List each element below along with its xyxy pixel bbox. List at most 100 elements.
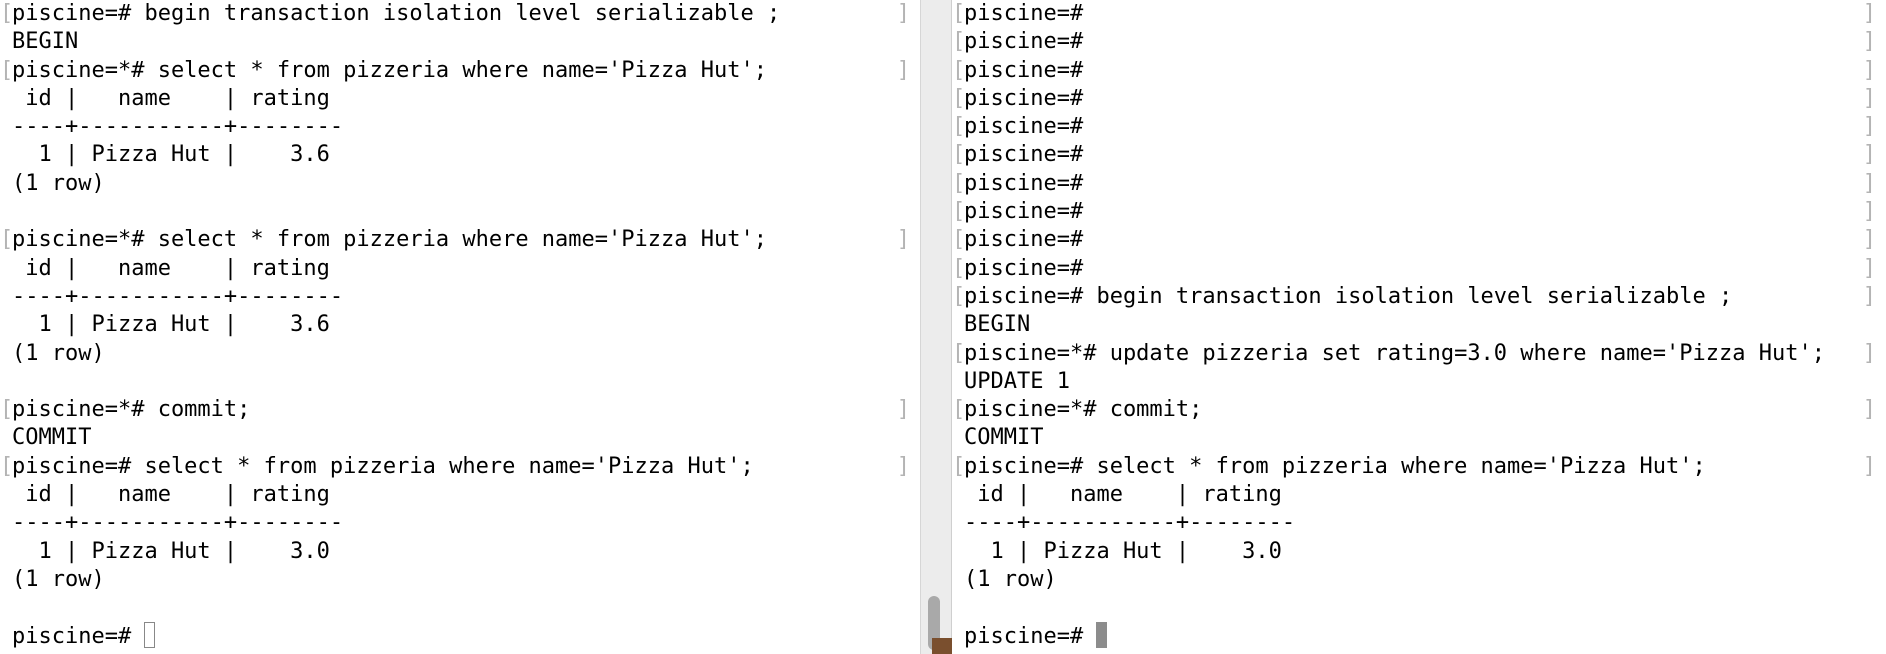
line-text: piscine=*# commit; xyxy=(964,397,1203,423)
cursor xyxy=(144,621,156,648)
line-mark-left: [ xyxy=(952,85,966,111)
line-text: (1 row) xyxy=(12,170,105,196)
line-mark-right: ] xyxy=(1862,283,1876,309)
line-text: BEGIN xyxy=(964,312,1031,338)
line-mark-left: [ xyxy=(952,142,966,168)
terminal-line: []piscine=# xyxy=(952,28,1886,56)
terminal-line: []piscine=*# update pizzeria set rating=… xyxy=(952,340,1886,368)
terminal-line: []piscine=# begin transaction isolation … xyxy=(952,283,1886,311)
terminal-line: 1 | Pizza Hut | 3.6 xyxy=(0,141,920,169)
terminal-line: [] piscine=# xyxy=(952,170,1886,198)
left-terminal-pane[interactable]: []piscine=# begin transaction isolation … xyxy=(0,0,920,654)
terminal-line: []piscine=# xyxy=(952,57,1886,85)
terminal-line xyxy=(952,594,1886,622)
line-mark-right: ] xyxy=(1862,114,1876,140)
line-text: piscine=# select * from pizzeria where n… xyxy=(12,453,754,479)
terminal-line: [] piscine=# xyxy=(952,226,1886,254)
line-mark-right: ] xyxy=(1862,199,1876,225)
terminal-line: id | name | rating xyxy=(0,85,920,113)
line-text: 1 | Pizza Hut | 3.6 xyxy=(12,142,330,168)
line-mark-right: ] xyxy=(896,1,910,26)
line-mark-right: ] xyxy=(1862,453,1876,479)
line-text: (1 row) xyxy=(12,340,105,366)
line-text: BEGIN xyxy=(12,29,79,55)
terminal-line: id | name | rating xyxy=(0,255,920,283)
command-prompt[interactable]: piscine=# xyxy=(0,621,920,651)
line-mark-right: ] xyxy=(1862,142,1876,168)
line-text: piscine=# xyxy=(964,199,1084,225)
line-mark-left: [ xyxy=(952,397,966,423)
line-text: piscine=# select * from pizzeria where n… xyxy=(964,453,1706,479)
line-text: id | name | rating xyxy=(964,482,1282,508)
terminal-line: []piscine=# xyxy=(952,113,1886,141)
line-mark-right: ] xyxy=(896,57,910,83)
terminal-line: id | name | rating xyxy=(952,481,1886,509)
line-text: id | name | rating xyxy=(12,255,330,281)
line-text: 1 | Pizza Hut | 3.0 xyxy=(964,538,1282,564)
line-text: piscine=# xyxy=(964,57,1084,83)
line-mark-right: ] xyxy=(1862,227,1876,253)
line-mark-left: [ xyxy=(952,29,966,55)
line-mark-right: ] xyxy=(896,227,910,253)
prompt-text: piscine=# xyxy=(12,623,145,649)
line-text: UPDATE 1 xyxy=(964,368,1070,394)
window-corner xyxy=(932,638,952,654)
right-terminal-output: []piscine=#[]piscine=#[]piscine=#[]pisci… xyxy=(952,0,1886,651)
line-mark-right: ] xyxy=(1862,340,1876,366)
line-text: piscine=*# commit; xyxy=(12,397,251,423)
line-text: piscine=*# update pizzeria set rating=3.… xyxy=(964,340,1825,366)
terminal-line: 1 | Pizza Hut | 3.0 xyxy=(0,538,920,566)
line-text: piscine=# xyxy=(964,170,1084,196)
terminal-line: COMMIT xyxy=(952,424,1886,452)
terminal-line: []piscine=*# select * from pizzeria wher… xyxy=(0,226,920,254)
line-text: piscine=# xyxy=(964,1,1084,26)
line-mark-left: [ xyxy=(952,453,966,479)
terminal-line xyxy=(0,198,920,226)
line-text: COMMIT xyxy=(12,425,92,451)
line-text: piscine=# xyxy=(964,29,1084,55)
terminal-line: ----+-----------+-------- xyxy=(0,283,920,311)
line-mark-right: ] xyxy=(1862,397,1876,423)
command-prompt[interactable]: piscine=# xyxy=(952,621,1886,651)
terminal-line: []piscine=# xyxy=(952,198,1886,226)
terminal-line: [] piscine=# select * from pizzeria where… xyxy=(952,453,1886,481)
line-mark-right: ] xyxy=(896,397,910,423)
line-text: COMMIT xyxy=(964,425,1044,451)
line-mark-left: [ xyxy=(0,227,14,253)
terminal-line: [] piscine=# xyxy=(952,141,1886,169)
terminal-line: UPDATE 1 xyxy=(952,368,1886,396)
line-mark-left: [ xyxy=(0,57,14,83)
line-text: ----+-----------+-------- xyxy=(964,510,1296,536)
terminal-line: []piscine=*# commit; xyxy=(0,396,920,424)
line-mark-left: [ xyxy=(952,227,966,253)
terminal-line: (1 row) xyxy=(0,566,920,594)
terminal-line: 1 | Pizza Hut | 3.6 xyxy=(0,311,920,339)
line-mark-right: ] xyxy=(1862,170,1876,196)
terminal-line: []piscine=# xyxy=(952,0,1886,28)
line-mark-right: ] xyxy=(1862,255,1876,281)
terminal-line: (1 row) xyxy=(0,340,920,368)
terminal-line: []piscine=# xyxy=(952,85,1886,113)
line-text: 1 | Pizza Hut | 3.6 xyxy=(12,312,330,338)
terminal-line: BEGIN xyxy=(0,28,920,56)
terminal-line: COMMIT xyxy=(0,424,920,452)
line-mark-left: [ xyxy=(952,114,966,140)
line-text: piscine=# xyxy=(964,227,1084,253)
prompt-text: piscine=# xyxy=(964,623,1097,649)
split-divider[interactable] xyxy=(920,0,952,654)
line-mark-left: [ xyxy=(952,255,966,281)
terminal-line: ----+-----------+-------- xyxy=(952,509,1886,537)
line-mark-left: [ xyxy=(952,170,966,196)
line-text: piscine=# xyxy=(964,142,1084,168)
scrollbar-thumb[interactable] xyxy=(928,596,940,650)
line-text: ----+-----------+-------- xyxy=(12,510,344,536)
line-mark-right: ] xyxy=(1862,57,1876,83)
terminal-line: 1 | Pizza Hut | 3.0 xyxy=(952,538,1886,566)
terminal-line xyxy=(0,594,920,622)
line-mark-left: [ xyxy=(952,283,966,309)
right-terminal-pane[interactable]: []piscine=#[]piscine=#[]piscine=#[]pisci… xyxy=(952,0,1886,654)
cursor xyxy=(1096,621,1108,648)
line-text: piscine=# xyxy=(964,255,1084,281)
line-text: 1 | Pizza Hut | 3.0 xyxy=(12,538,330,564)
